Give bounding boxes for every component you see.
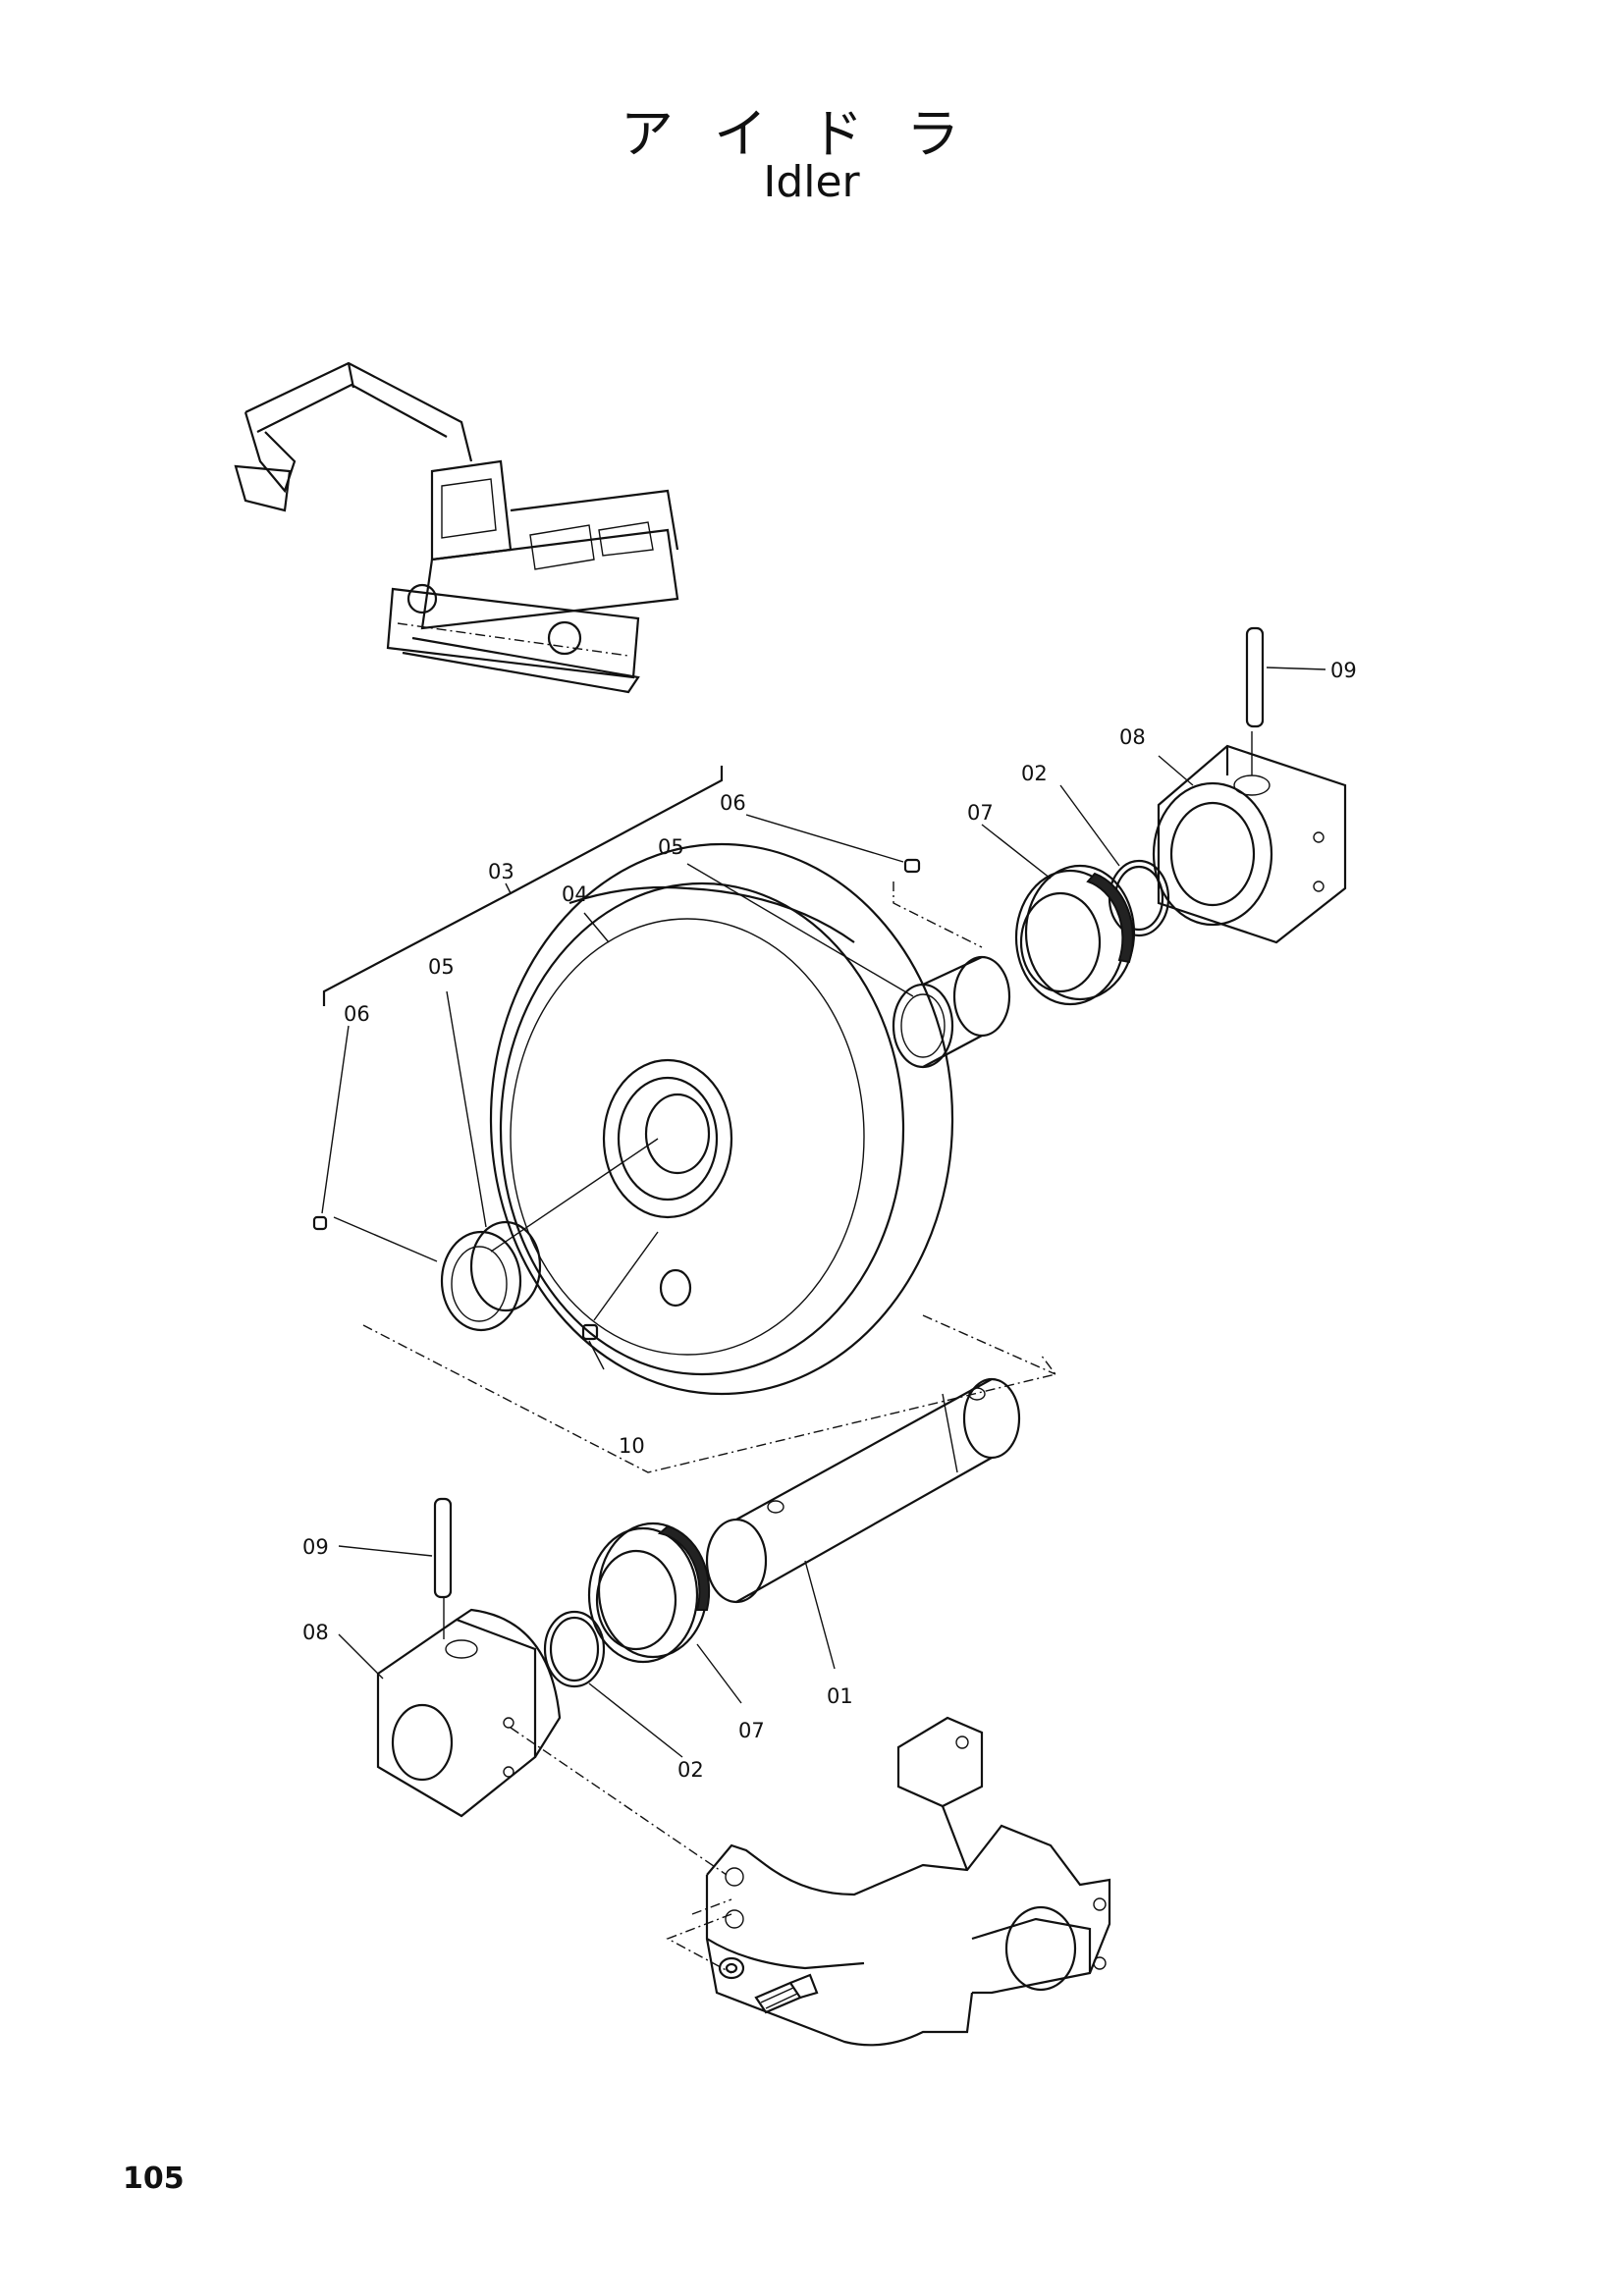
callout-04: 04 [562,882,588,906]
callout-09-top: 09 [1330,659,1357,682]
part-02-ring-top [1059,784,1170,937]
callout-02-bottom: 02 [677,1758,704,1782]
part-09-pin-bottom [338,1497,453,1599]
part-10-plug [581,1231,659,1370]
callout-05-left: 05 [428,955,455,979]
callout-07-top: 07 [967,801,994,825]
excavator-illustration [234,361,679,694]
assembly-path-frame [691,1898,732,1915]
callout-01: 01 [827,1684,853,1708]
callout-08-top: 08 [1119,725,1146,749]
page-number: 105 [123,2162,185,2196]
part-07-seal-top [981,824,1136,1006]
callout-05-right: 05 [658,835,684,859]
part-06-plug-right [745,814,983,948]
callout-02-top: 02 [1021,762,1048,785]
callout-07-bottom: 07 [738,1719,765,1742]
part-07-seal-bottom [587,1522,742,1704]
part-04-idler-wheel [489,842,954,1396]
part-08-bracket-bottom [338,1598,562,1818]
bolt-and-washer [718,1956,819,2014]
callout-08-bottom: 08 [302,1621,329,1644]
callout-03: 03 [488,860,514,883]
page-title-english: Idler [763,157,860,207]
page-title-japanese: アイドラ [620,103,1003,165]
track-frame [510,1716,1111,2047]
part-01-shaft [705,1377,1021,1670]
part-05-bushing-left [440,990,659,1332]
part-09-pin-top [1245,626,1326,728]
assembly-03-bracket-line [322,766,724,1006]
part-06-plug-left [312,1025,438,1262]
assembly-path-lines [362,1314,1057,1473]
callout-10: 10 [619,1434,645,1458]
part-02-ring-bottom [543,1610,683,1758]
callout-06-right: 06 [720,791,746,815]
callout-06-left: 06 [344,1002,370,1026]
callout-09-bottom: 09 [302,1535,329,1559]
part-08-bracket-top [1152,731,1347,944]
